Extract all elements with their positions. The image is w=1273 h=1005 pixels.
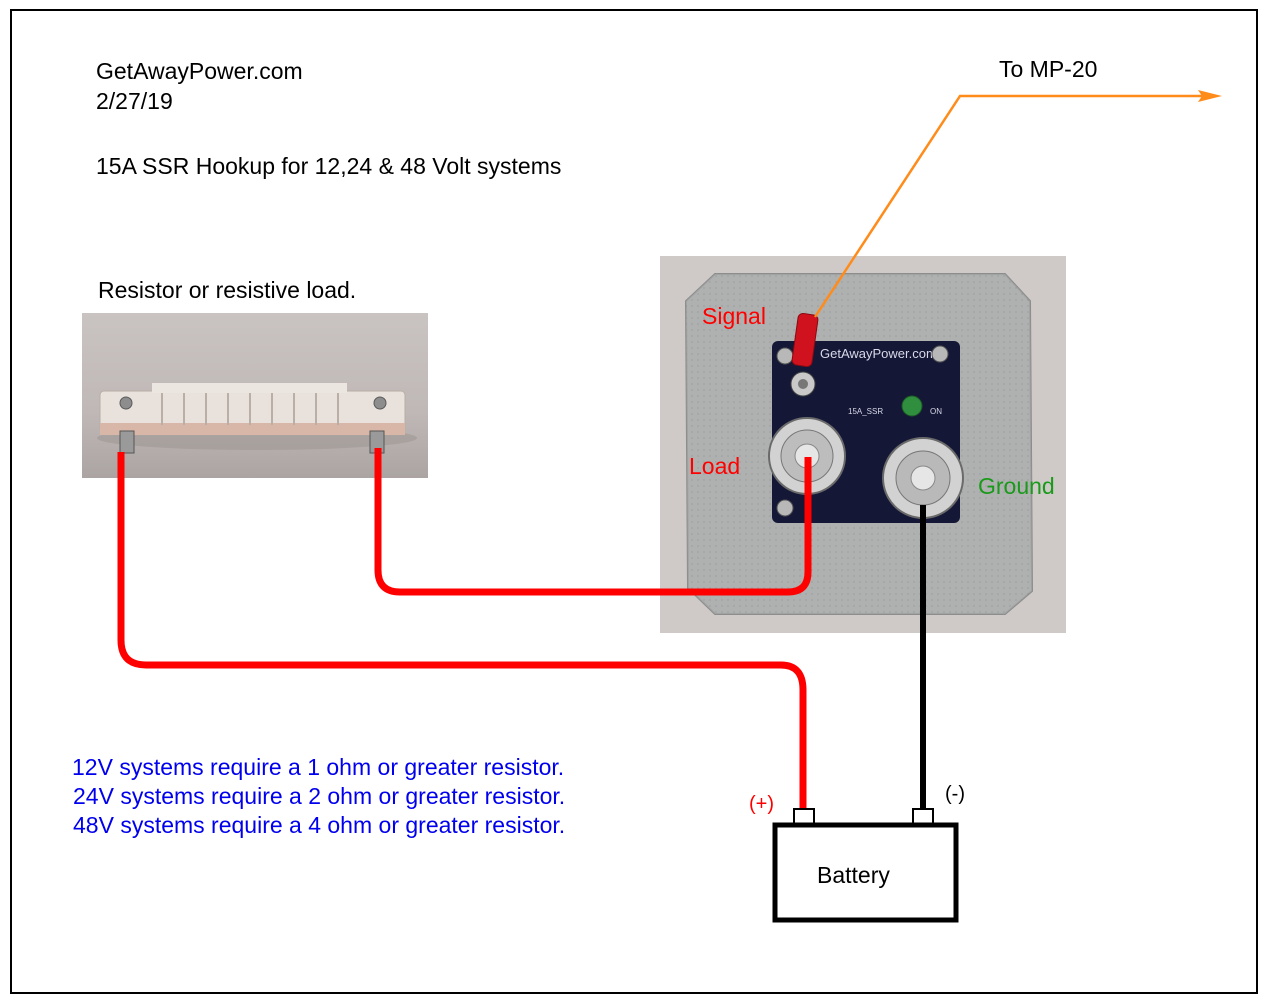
note-12v: 12V systems require a 1 ohm or greater r… <box>72 754 565 780</box>
signal-label: Signal <box>702 303 766 329</box>
note-48v: 48V systems require a 4 ohm or greater r… <box>73 812 566 838</box>
site-name: GetAwayPower.com <box>96 58 303 84</box>
resistor-photo <box>82 313 428 478</box>
signal-arrowhead <box>1198 90 1222 102</box>
signal-target-label: To MP-20 <box>999 56 1098 82</box>
led-indicator <box>901 395 923 417</box>
resistor-caption: Resistor or resistive load. <box>98 277 357 303</box>
battery-body <box>772 822 959 923</box>
ssr-photo: GetAwayPower.com 15A_SSR ON <box>660 256 1066 633</box>
ssr-image: GetAwayPower.com 15A_SSR ON <box>684 273 1034 615</box>
board-text: GetAwayPower.com <box>820 346 937 361</box>
load-label: Load <box>689 453 741 479</box>
signal-wire <box>813 94 1208 318</box>
diagram-frame <box>10 9 1258 994</box>
ground-label: Ground <box>978 473 1055 499</box>
battery-label: Battery <box>817 862 890 888</box>
positive-terminal-label: (+) <box>749 793 774 815</box>
negative-terminal-label: (-) <box>945 783 965 805</box>
resistor-image <box>97 383 417 454</box>
positive-wire <box>117 452 807 812</box>
date: 2/27/19 <box>96 88 173 114</box>
note-24v: 24V systems require a 2 ohm or greater r… <box>73 783 566 809</box>
diagram-title: 15A SSR Hookup for 12,24 & 48 Volt syste… <box>96 153 562 179</box>
chip-label: 15A_SSR <box>848 407 883 416</box>
load-wire <box>374 448 812 596</box>
led-label: ON <box>930 407 942 416</box>
